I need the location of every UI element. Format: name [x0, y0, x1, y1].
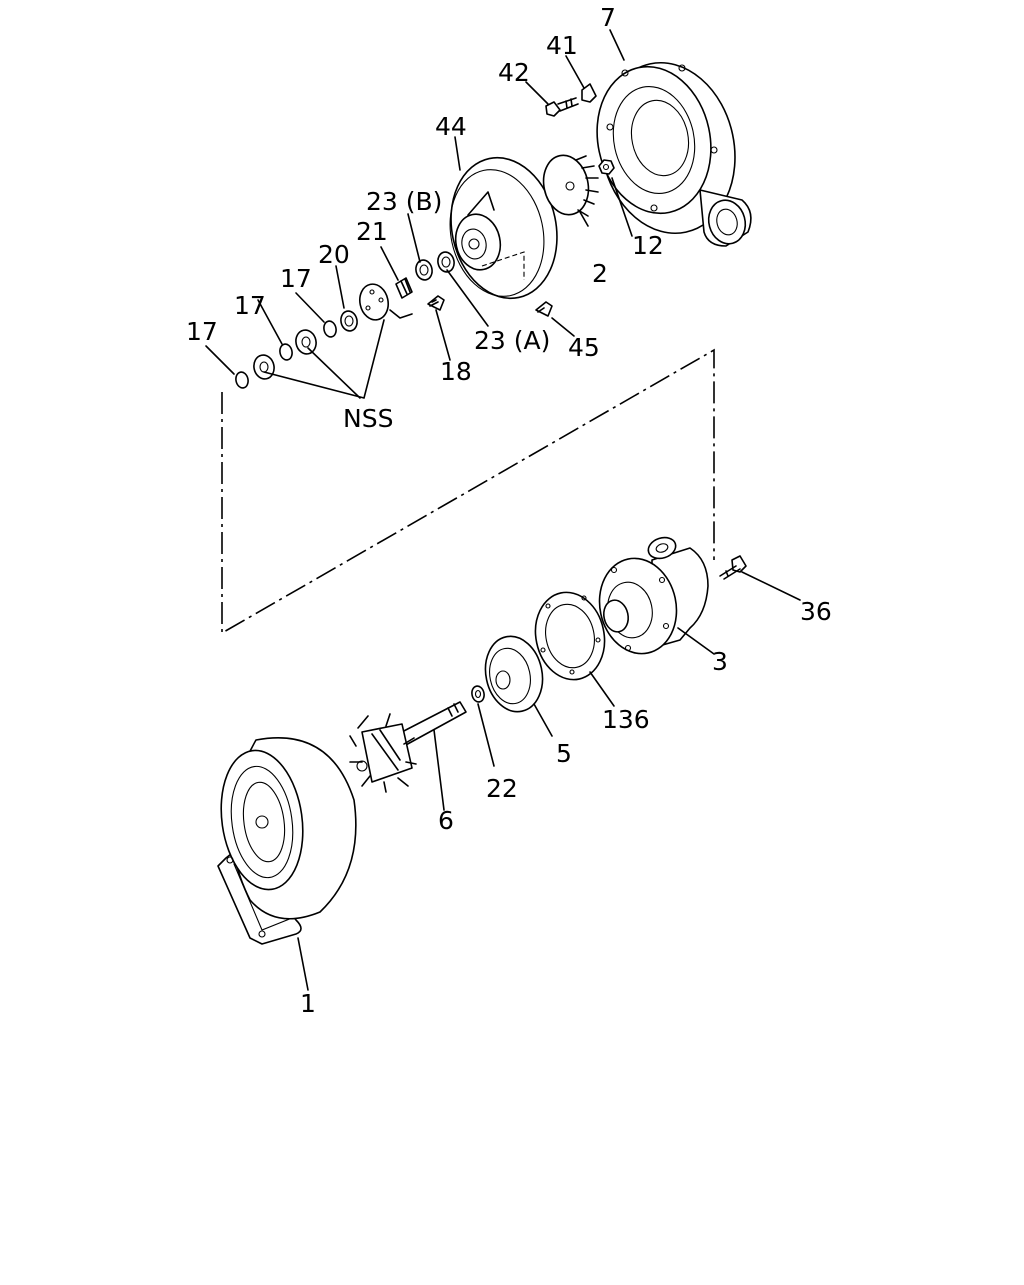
label-45: 45: [568, 333, 600, 362]
bearing-inner: [295, 329, 317, 355]
screw-45: [535, 301, 553, 317]
thrust-collar-21: [395, 277, 413, 299]
assembly-boundary-line: [221, 348, 715, 635]
leader-lines: [205, 29, 801, 991]
turbine-housing-1: [217, 736, 357, 945]
label-23b: 23 (B): [366, 187, 442, 216]
label-3: 3: [712, 647, 728, 676]
backplate-44: [449, 156, 558, 300]
label-42: 42: [498, 58, 530, 87]
seal-ring-22: [471, 685, 485, 703]
label-17-outer: 17: [186, 317, 218, 346]
thrust-bearing-plate: [359, 283, 413, 321]
label-2: 2: [592, 259, 608, 288]
label-20: 20: [318, 240, 350, 269]
label-36: 36: [800, 597, 832, 626]
label-12: 12: [632, 231, 664, 260]
ring-20: [340, 310, 358, 332]
compressor-wheel-2: [542, 154, 599, 217]
compressor-cover-7: [596, 61, 752, 247]
label-nss: NSS: [343, 404, 393, 433]
label-41: 41: [546, 31, 578, 60]
bearing-housing-3: [598, 536, 709, 655]
lock-washer-41: [581, 83, 597, 103]
nut-12: [598, 159, 615, 175]
screw-18: [427, 295, 445, 311]
label-5: 5: [556, 739, 572, 768]
label-6: 6: [438, 806, 454, 835]
snap-ring-17-inner: [323, 320, 337, 338]
seal-ring-23b: [415, 259, 433, 281]
bolt-36: [719, 555, 747, 580]
seal-ring-23a: [437, 251, 455, 273]
label-17-inner: 17: [280, 264, 312, 293]
label-1: 1: [300, 989, 316, 1018]
heat-shield-5: [484, 635, 544, 713]
label-22: 22: [486, 774, 518, 803]
bearing-outer: [253, 354, 275, 380]
snap-ring-17-middle: [279, 343, 293, 361]
label-136: 136: [602, 705, 650, 734]
label-17-middle: 17: [234, 291, 266, 320]
label-21: 21: [356, 217, 388, 246]
label-23a: 23 (A): [474, 326, 550, 355]
label-44: 44: [435, 112, 467, 141]
snap-ring-17-outer: [235, 371, 249, 389]
bolt-42: [545, 97, 579, 117]
gasket-136: [534, 591, 606, 681]
label-7: 7: [600, 3, 616, 32]
label-18: 18: [440, 357, 472, 386]
turbine-wheel-shaft-6: [349, 701, 467, 793]
